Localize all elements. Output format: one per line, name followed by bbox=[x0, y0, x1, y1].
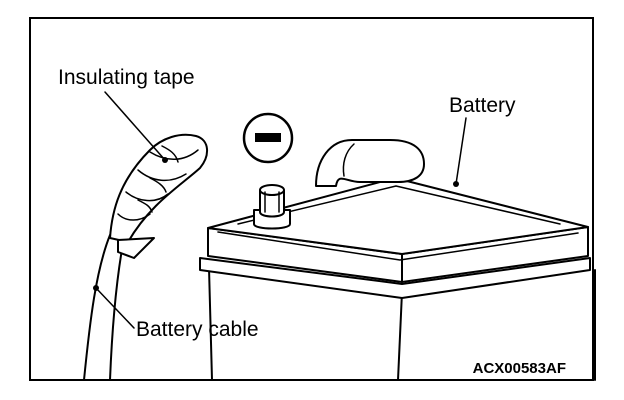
leader-battery bbox=[455, 117, 467, 185]
battery-cable-line bbox=[83, 234, 111, 381]
leader-battery-cable-dot bbox=[93, 285, 99, 291]
figure-frame bbox=[29, 17, 594, 381]
tape-shade bbox=[137, 145, 179, 213]
battery-lid-top bbox=[207, 177, 589, 255]
battery-cable bbox=[83, 133, 208, 381]
battery-cable-line-2 bbox=[109, 237, 125, 381]
tape-end-flap bbox=[117, 237, 155, 259]
leader-insulating-tape bbox=[104, 91, 166, 161]
battery-cable-boot-shadow bbox=[342, 143, 355, 177]
battery-lid-lip bbox=[217, 231, 579, 261]
battery-ledge bbox=[199, 257, 591, 299]
label-figure-code: ACX00583AF bbox=[473, 360, 566, 377]
label-battery: Battery bbox=[449, 94, 516, 117]
insulating-tape-wrap bbox=[109, 133, 208, 243]
leader-insulating-tape-dot bbox=[162, 157, 168, 163]
tape-band-1 bbox=[149, 149, 199, 160]
battery-cable-boot bbox=[315, 139, 425, 187]
battery-body bbox=[208, 267, 596, 381]
tape-band-4 bbox=[117, 213, 151, 221]
negative-terminal-post bbox=[253, 184, 291, 230]
label-insulating-tape: Insulating tape bbox=[58, 66, 195, 89]
label-battery-cable: Battery cable bbox=[136, 318, 259, 341]
tape-band-2 bbox=[137, 169, 187, 182]
minus-sign-icon bbox=[242, 112, 294, 164]
leader-battery-cable bbox=[95, 287, 135, 329]
tape-band-3 bbox=[125, 191, 169, 202]
battery bbox=[199, 139, 596, 381]
leader-battery-dot bbox=[453, 181, 459, 187]
